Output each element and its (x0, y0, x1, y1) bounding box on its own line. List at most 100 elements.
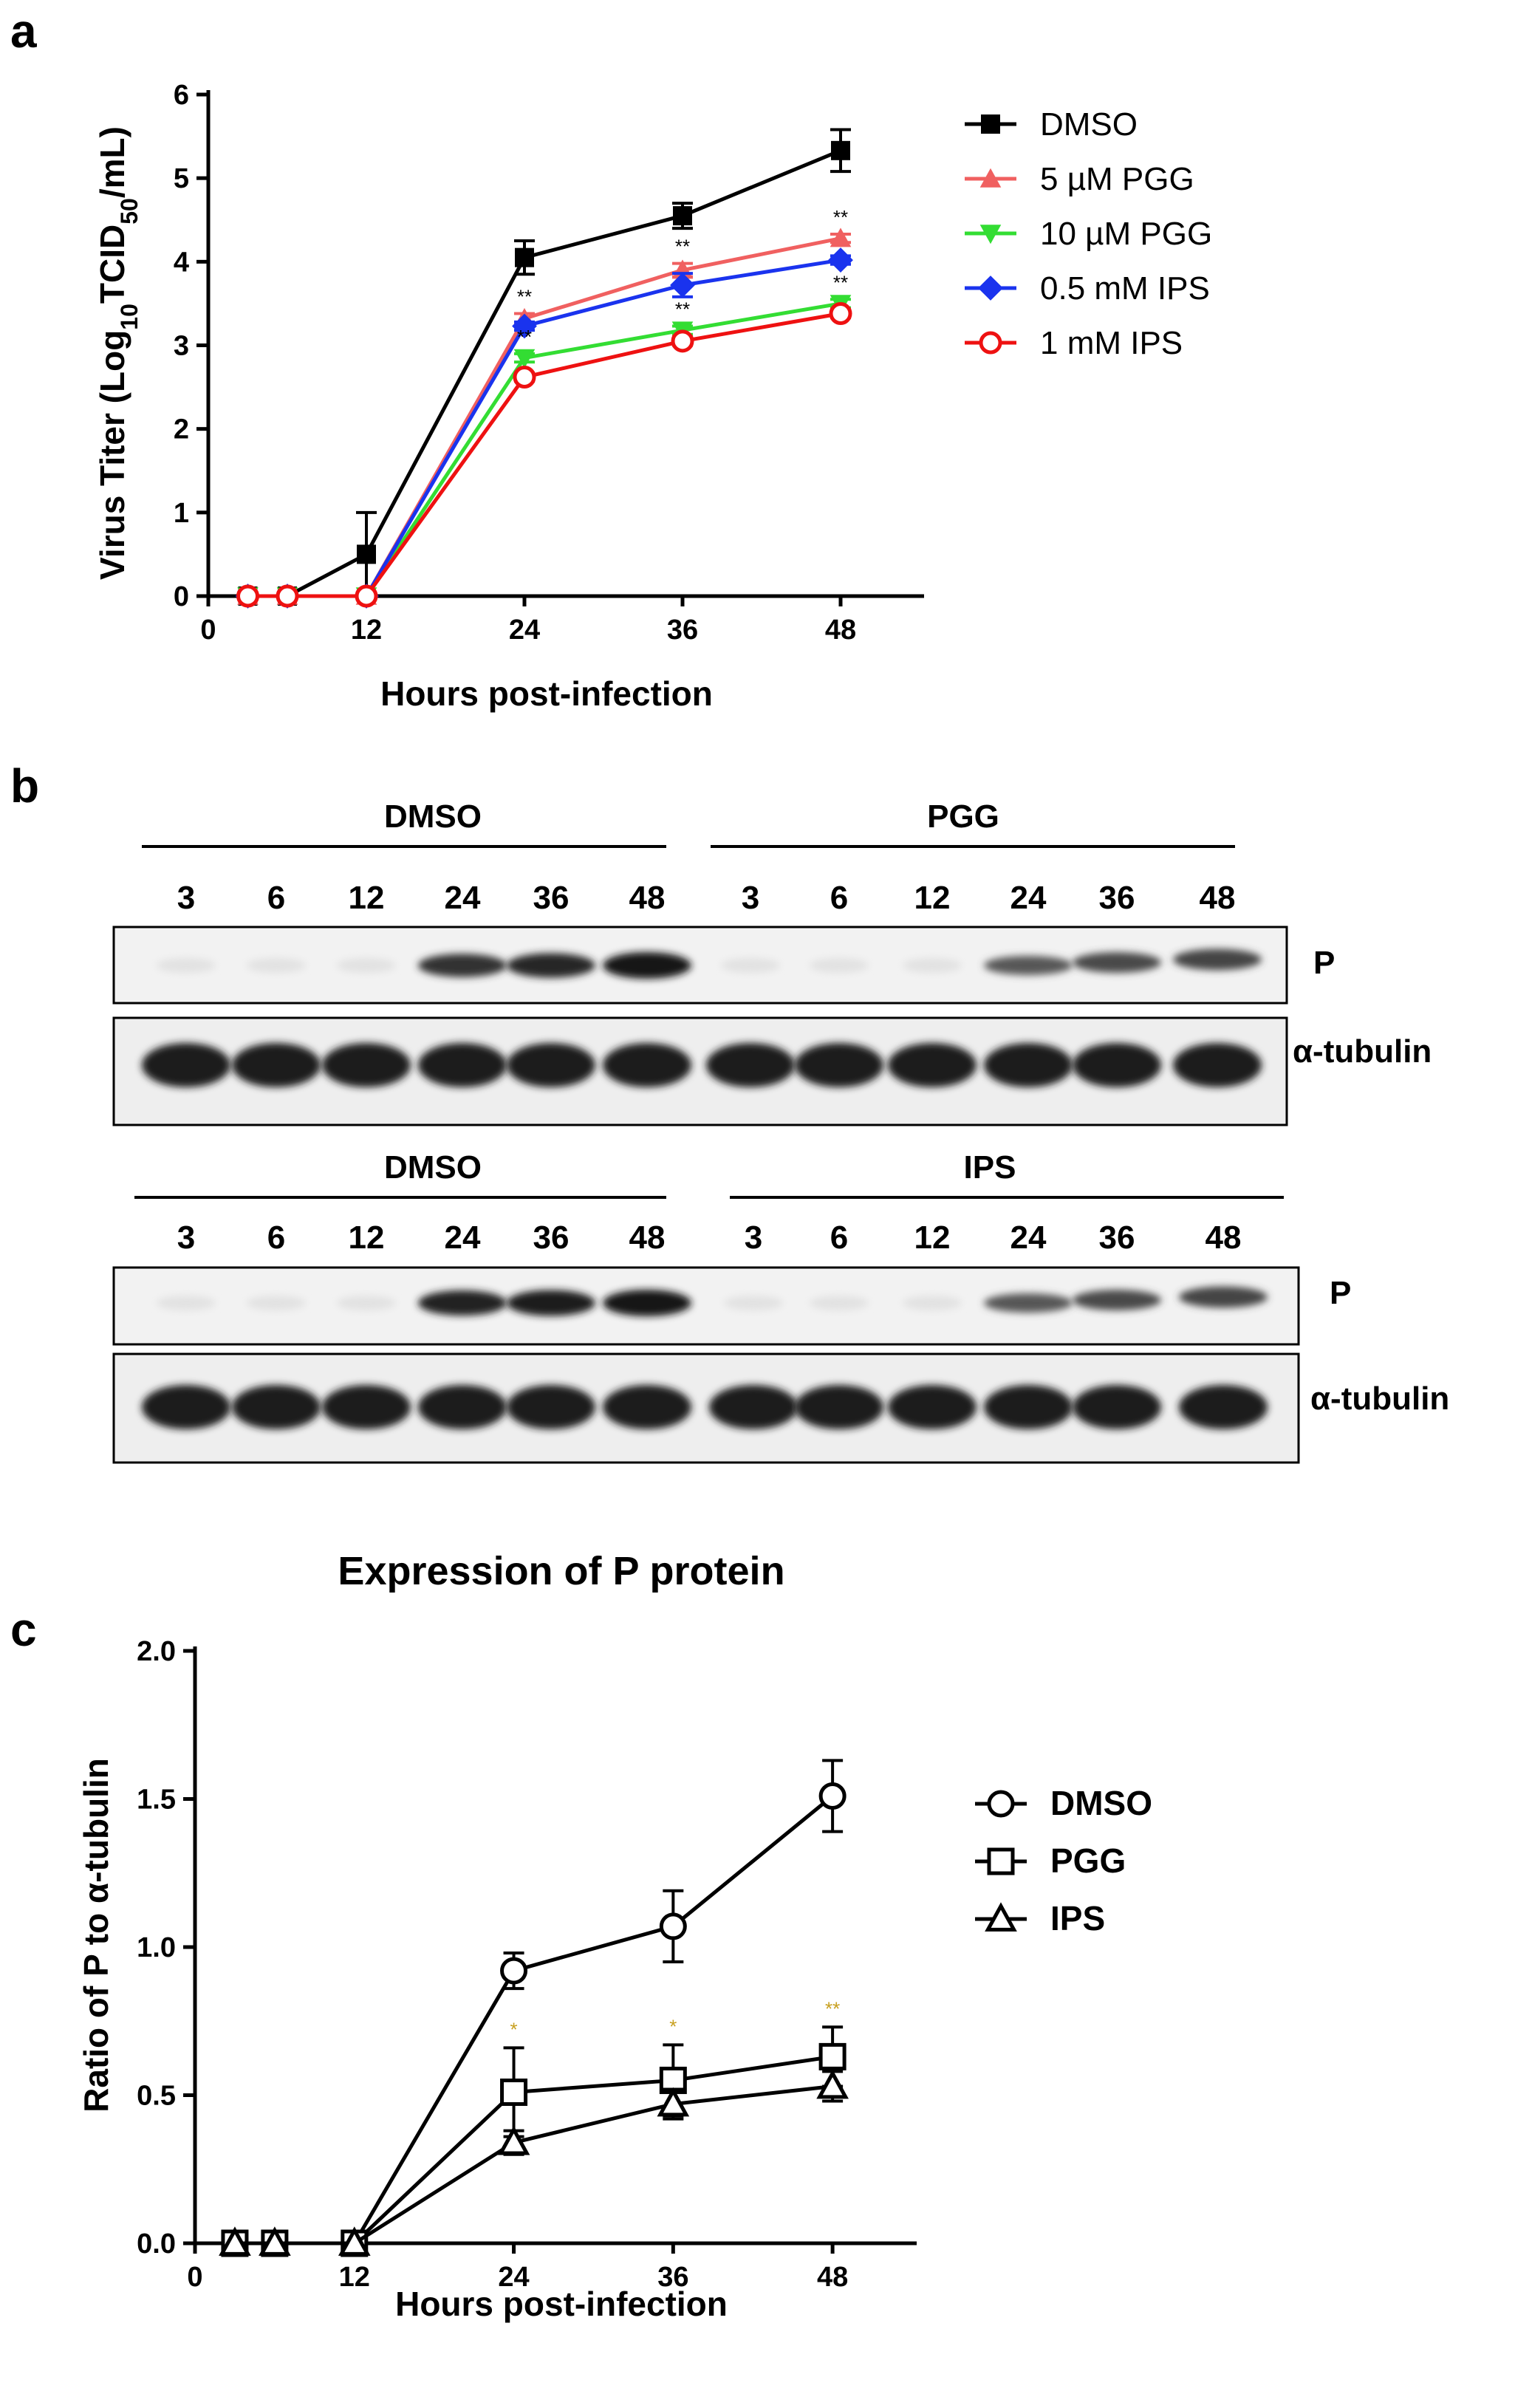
blot1-lane-label: 36 (1099, 880, 1135, 916)
blot1-lane-label: 12 (914, 880, 951, 916)
blot1-tubulin-band (418, 1043, 507, 1087)
chart-c-series-2 (219, 2069, 849, 2256)
blot2-lane-label: 48 (1205, 1220, 1242, 1256)
chart-a-y-tick-label: 5 (174, 163, 189, 194)
blot1-tubulin-bands (142, 1043, 1262, 1087)
chart-a-xlabel: Hours post-infection (380, 674, 713, 713)
chart-c-legend-marker (985, 1902, 1017, 1932)
blot2-tubulin-band (709, 1385, 798, 1429)
blot1-tubulin-band (603, 1043, 691, 1087)
blot2-lane-label: 24 (445, 1220, 481, 1256)
chart-c-legend-marker (987, 1847, 1015, 1875)
chart-c-significance-mark: * (510, 2018, 517, 2040)
chart-c-data-point (657, 2087, 690, 2117)
chart-a-data-point (828, 247, 853, 273)
chart-c-data-point (500, 1957, 528, 1985)
chart-a-legend-label: 10 µM PGG (1040, 216, 1212, 252)
chart-a-significance-mark: ** (833, 206, 848, 228)
blot2-tubulin-band (795, 1385, 883, 1429)
chart-a-x-tick-label: 24 (509, 615, 540, 646)
chart-a-legend-marker (979, 168, 1002, 188)
chart-c-series-line (234, 2054, 833, 2245)
blot1-tubulin-band (232, 1043, 321, 1087)
blot2-p-band-faint (337, 1296, 396, 1310)
blot2-lane-label: 3 (177, 1220, 195, 1256)
blot2-p-band (984, 1293, 1073, 1313)
blot2-lane-label: 12 (914, 1220, 951, 1256)
blot1-tubulin-band (142, 1043, 230, 1087)
chart-a-y-tick-label: 4 (174, 247, 189, 278)
chart-a-legend-marker (979, 225, 1002, 244)
chart-a-legend-item: 5 µM PGG (965, 161, 1194, 197)
blot1-tubulin-band (507, 1043, 595, 1087)
chart-a-legend-item: 1 mM IPS (965, 325, 1183, 361)
blot2-p-band (507, 1290, 595, 1316)
blot2-band-label-tubulin: α-tubulin (1310, 1381, 1449, 1417)
blot1-lane-label: 3 (742, 880, 759, 916)
blot2-tubulin-band (603, 1385, 691, 1429)
chart-a-series-1 (237, 228, 852, 605)
blot1-lane-label: 48 (629, 880, 666, 916)
blot1-lane-label: 6 (830, 880, 848, 916)
blot2-p-bands (157, 1286, 1268, 1316)
chart-c-series-1 (221, 2025, 847, 2257)
blot1-left-group: DMSO (384, 798, 482, 835)
blot2-p-band-faint (247, 1296, 306, 1310)
blot1-p-band (984, 955, 1073, 976)
chart-a-series-3 (235, 247, 853, 609)
chart-c-significance-mark: ** (825, 1997, 840, 2019)
blot2-right-group: IPS (964, 1149, 1016, 1186)
chart-c-data-point (497, 2125, 530, 2155)
chart-a-x-tick-label: 48 (825, 615, 856, 646)
chart-c-x-tick-label: 48 (817, 2262, 848, 2293)
chart-a-x-tick-label: 12 (351, 615, 382, 646)
chart-a-significance-mark: ** (675, 298, 690, 320)
blot1-p-band (1173, 948, 1262, 971)
chart-a-legend-marker (981, 114, 1000, 134)
blot2-p-band-faint (157, 1296, 216, 1310)
chart-c-y-tick-label: 0.5 (137, 2081, 176, 2112)
blot1-lane-label: 24 (445, 880, 481, 916)
blot2-p-band-faint (724, 1296, 783, 1310)
blot2-lane-label: 6 (267, 1220, 285, 1256)
blot1-tubulin-band (1173, 1043, 1262, 1087)
blot2-tubulin-band (142, 1385, 230, 1429)
chart-a-series-line (247, 301, 841, 598)
chart-a-data-point (515, 247, 534, 267)
chart-a-data-point (276, 584, 299, 608)
blot1-tubulin-band (1073, 1043, 1161, 1087)
blot2-lane-label: 48 (629, 1220, 666, 1256)
blot1-band-label-tubulin: α-tubulin (1293, 1033, 1432, 1070)
chart-a-series-line (247, 258, 841, 598)
blot2-left-group: DMSO (384, 1149, 482, 1186)
blot1-tubulin-band (888, 1043, 977, 1087)
blot1-p-band-faint (810, 958, 869, 973)
chart-c-series-0 (221, 1759, 847, 2257)
blot2-tubulin-band (418, 1385, 507, 1429)
blot1-p-band (507, 953, 595, 978)
blot1-p-band (418, 954, 507, 977)
blot2-lane-label: 36 (533, 1220, 570, 1256)
blot2-lane-label: 6 (830, 1220, 848, 1256)
blot2-p-band (418, 1290, 507, 1316)
blot2-band-label-p: P (1330, 1275, 1351, 1311)
chart-c-series: **** (219, 1759, 849, 2257)
chart-a-legend-label: 5 µM PGG (1040, 161, 1194, 197)
chart-a-data-point (513, 349, 536, 369)
blot2-lane-label: 3 (745, 1220, 762, 1256)
chart-c-legend-label: IPS (1050, 1899, 1105, 1937)
chart-c-legend-label: DMSO (1050, 1784, 1152, 1822)
blot2-tubulin-band (1179, 1385, 1268, 1429)
blot1-lane-label: 6 (267, 880, 285, 916)
chart-c-data-point (818, 1782, 847, 1810)
chart-a-data-point (670, 273, 695, 298)
chart-c-legend-item: DMSO (975, 1784, 1152, 1822)
chart-a-series: ************ (235, 128, 853, 609)
chart-a-y-tick-label: 3 (174, 331, 189, 362)
